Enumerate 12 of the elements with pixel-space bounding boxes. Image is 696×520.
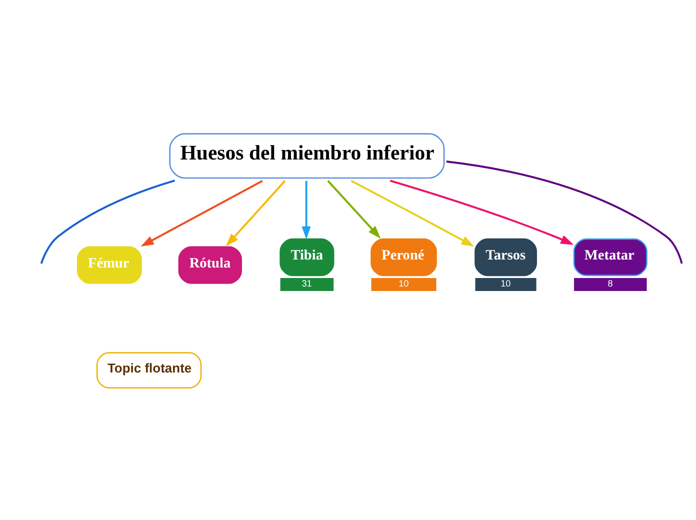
arrow (226, 180, 286, 246)
node-label: 10 (500, 278, 511, 288)
arrow (327, 180, 381, 238)
connector (40, 179, 176, 264)
node-label: 8 (608, 278, 613, 288)
node-label: 31 (302, 278, 312, 288)
connector (446, 160, 683, 264)
arrow (140, 179, 263, 246)
arrow (350, 179, 474, 246)
arrow (390, 179, 574, 244)
node-label: 10 (398, 278, 409, 288)
arrow (302, 180, 311, 239)
